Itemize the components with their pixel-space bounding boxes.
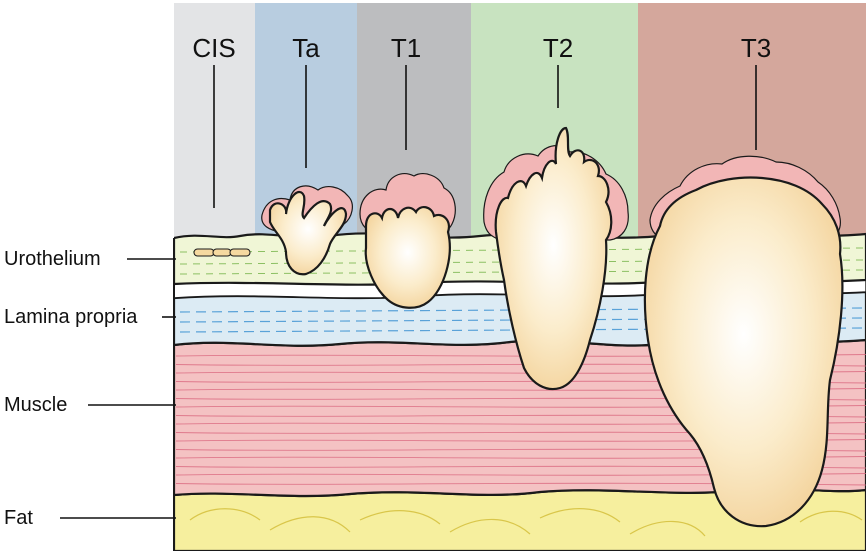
layer-label-lamina-propria: Lamina propria bbox=[4, 306, 138, 328]
stage-label-t1: T1 bbox=[391, 33, 421, 63]
stage-label-t3: T3 bbox=[741, 33, 771, 63]
layer-label-urothelium: Urothelium bbox=[4, 248, 101, 270]
stage-label-cis: CIS bbox=[192, 33, 235, 63]
stage-label-t2: T2 bbox=[543, 33, 573, 63]
stage-label-ta: Ta bbox=[292, 33, 320, 63]
layer-label-fat: Fat bbox=[4, 507, 33, 529]
cis-lesion bbox=[194, 249, 250, 256]
layer-label-muscle: Muscle bbox=[4, 394, 67, 416]
